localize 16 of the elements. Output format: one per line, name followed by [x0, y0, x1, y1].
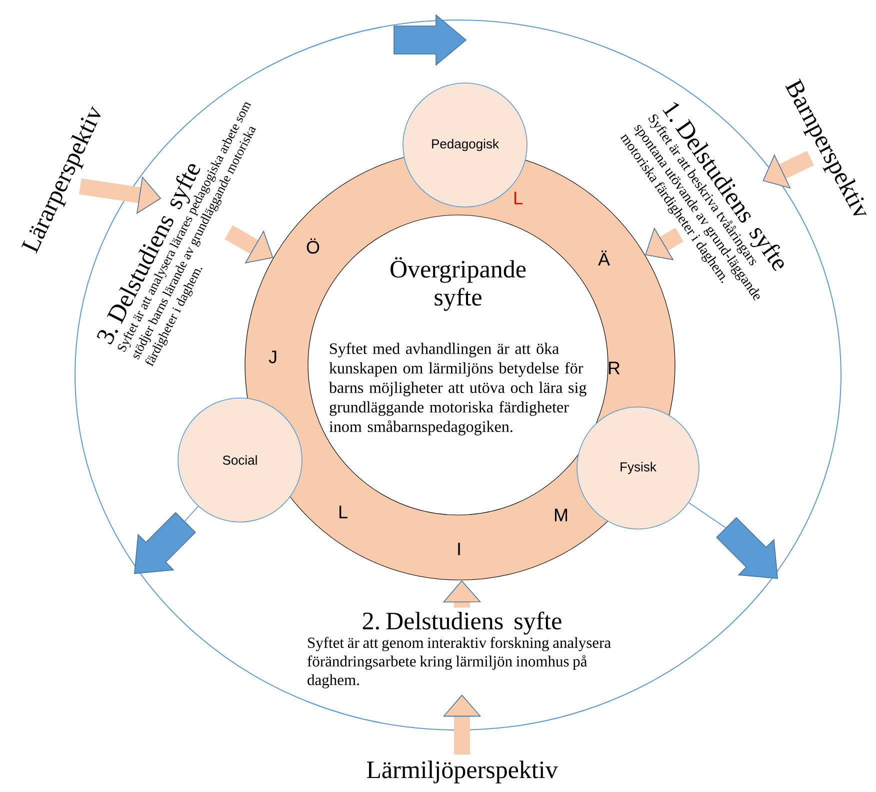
connector-line [688, 502, 726, 528]
block-arrow [762, 150, 814, 189]
block-arrow [224, 225, 274, 264]
ring-letter: Ä [598, 250, 610, 266]
ring-letter: I [458, 542, 460, 556]
ring-letter: J [268, 350, 276, 364]
ring-letter: M [554, 508, 568, 522]
connector-line [184, 506, 199, 522]
ring-letter: L [514, 192, 522, 204]
perspective-label: Lärmiljöperspektiv [366, 760, 558, 784]
ring-letter: L [339, 506, 348, 518]
circle-heading: Övergripande syfte [390, 257, 526, 311]
heading: 2. Delstudiens syfte [362, 612, 562, 635]
ring-letter: R [608, 362, 620, 374]
ring-letter: Ö [306, 238, 320, 254]
description-text: Syftet är att genom interaktiv forskning analysera förändringsarbete kring lärmiljön inomhus på daghem. [307, 636, 611, 688]
